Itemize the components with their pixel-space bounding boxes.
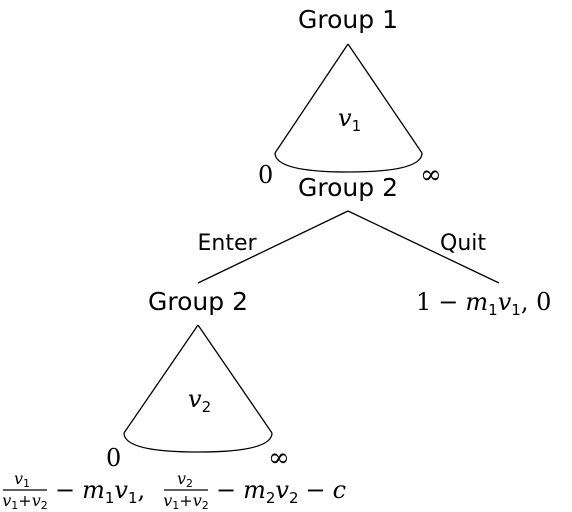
enter-payoff-group2-cost: −m2v2−c — [216, 476, 346, 507]
enter-cone-high-bound: ∞ — [268, 443, 290, 473]
enter-node-label: Group 2 — [148, 287, 248, 316]
quit-branch-label: Quit — [440, 231, 486, 256]
enter-cone — [123, 324, 273, 453]
enter-payoff-frac1-denominator: v1+v2 — [2, 491, 48, 512]
root-node-label: Group 1 — [298, 5, 398, 34]
enter-cone-right-edge — [197, 324, 273, 434]
quit-branch-line — [347, 210, 500, 284]
enter-payoff-frac2-denominator: v1+v2 — [163, 491, 209, 512]
second-mover-label: Group 2 — [298, 173, 398, 202]
root-cone-arc — [274, 152, 423, 173]
root-cone-left-edge — [274, 43, 349, 154]
enter-payoff: v1 v1+v2 −m1v1, v2 v1+v2 −m2v2−c — [2, 469, 346, 512]
enter-payoff-group1-cost: −m1v1, — [55, 476, 145, 507]
enter-cone-low-bound: 0 — [106, 444, 121, 472]
root-cone-right-edge — [347, 43, 423, 154]
quit-payoff: 1−m1v1, 0 — [416, 288, 551, 319]
enter-cone-variable: v2 — [188, 385, 211, 416]
enter-payoff-frac2-numerator: v2 — [177, 469, 193, 490]
root-cone-low-bound: 0 — [258, 161, 273, 189]
root-cone-high-bound: ∞ — [420, 160, 442, 190]
root-cone — [274, 43, 423, 173]
root-cone-variable: v1 — [338, 104, 361, 135]
enter-branch-line — [197, 210, 349, 284]
enter-branch-label: Enter — [197, 231, 257, 256]
enter-cone-left-edge — [123, 324, 199, 434]
enter-payoff-frac1-numerator: v1 — [14, 469, 30, 490]
enter-cone-arc — [123, 432, 273, 453]
